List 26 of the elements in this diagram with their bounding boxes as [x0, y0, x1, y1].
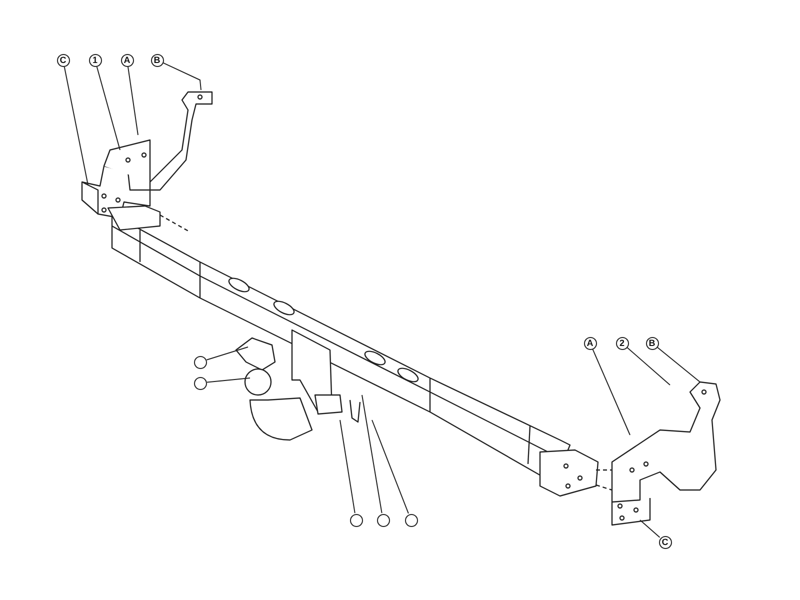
- callout-letter: C: [56, 54, 70, 66]
- leader-line: [640, 520, 660, 538]
- callout-letter: B: [150, 54, 164, 66]
- leader-line: [162, 62, 202, 90]
- leader-line: [340, 420, 356, 514]
- callout-circle: [194, 356, 206, 368]
- leader-line: [206, 346, 248, 360]
- callout-letter: A: [120, 54, 134, 66]
- callout-letter: A: [584, 336, 596, 350]
- leader-line: [206, 378, 250, 383]
- leader-line: [656, 346, 700, 382]
- leader-line: [96, 66, 120, 150]
- callout-circle: [404, 514, 418, 526]
- callout-letter: 1: [88, 54, 102, 66]
- callout-circle: [194, 376, 206, 390]
- callout-circle: [376, 514, 390, 526]
- callout-letter: B: [646, 336, 658, 350]
- callout-circle: [350, 514, 362, 526]
- callout-letter: 2: [616, 336, 628, 350]
- callout-letter: C: [658, 536, 672, 548]
- leader-line: [128, 66, 138, 136]
- leader-line: [626, 347, 670, 386]
- leader-line: [372, 420, 409, 514]
- leader-line: [592, 348, 630, 436]
- leader-line: [64, 66, 88, 186]
- leader-line: [362, 394, 382, 514]
